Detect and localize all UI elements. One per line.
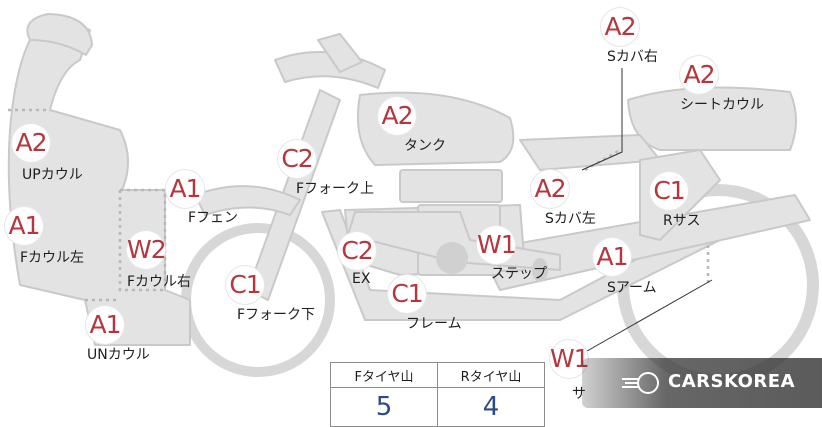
label-un-cowl: UNカウル <box>87 347 150 363</box>
label-frame: フレーム <box>406 316 462 332</box>
grade-badge-seat-cowl: A2 <box>680 56 718 94</box>
label-f-fender: Fフェン <box>188 210 239 226</box>
watermark-banner <box>582 358 822 408</box>
grade-badge-swing-arm: A1 <box>593 238 631 276</box>
grade-badge-f-cowl-left: A1 <box>5 207 43 245</box>
grade-badge-s-cover-left: A2 <box>531 170 569 208</box>
leader-line-side-stand <box>579 279 713 356</box>
grade-badge-f-fender: A1 <box>166 170 204 208</box>
grade-badge-step: W1 <box>477 226 517 264</box>
grade-badge-s-cover-right: A2 <box>601 8 639 46</box>
label-f-fork-upper: Fフォーク上 <box>296 181 375 197</box>
label-seat-cowl: シートカウル <box>680 97 764 113</box>
grade-badge-up-cowl: A2 <box>12 124 50 162</box>
label-tank: タンク <box>404 138 446 154</box>
grade-badge-frame: C1 <box>388 275 426 313</box>
watermark-text: CARSKOREA <box>668 371 795 392</box>
swing-arm-shape <box>479 194 811 291</box>
front-fork-shape <box>247 89 341 301</box>
grade-badge-f-fork-lower: C1 <box>226 266 264 304</box>
grade-badge-exhaust: C2 <box>338 232 376 270</box>
upper-cowl-shape <box>7 23 191 346</box>
label-step: ステップ <box>491 266 547 282</box>
grade-badge-tank: A2 <box>378 97 416 135</box>
label-exhaust: EX <box>352 271 371 287</box>
label-f-cowl-left: Fカウル左 <box>20 250 85 266</box>
rear-tire-header: Rタイヤ山 <box>437 362 545 388</box>
label-swing-arm: Sアーム <box>607 280 657 296</box>
watermark-logo-icon <box>622 372 659 394</box>
rear-tire-value: 4 <box>437 387 545 427</box>
leader-line-s-cover-right <box>581 68 623 171</box>
front-tire-value: 5 <box>330 387 438 427</box>
grade-badge-r-suspension: C1 <box>650 172 688 210</box>
grade-badge-un-cowl: A1 <box>86 306 124 344</box>
tire-tread-table: Fタイヤ山 Rタイヤ山 5 4 <box>330 362 545 427</box>
label-f-cowl-right: Fカウル右 <box>127 274 192 290</box>
grade-badge-f-fork-upper: C2 <box>278 140 316 178</box>
label-up-cowl: UPカウル <box>22 167 83 183</box>
label-s-cover-right: Sカバ右 <box>607 49 658 65</box>
front-wheel <box>181 223 335 377</box>
front-tire-header: Fタイヤ山 <box>330 362 438 388</box>
label-f-fork-lower: Fフォーク下 <box>237 307 316 323</box>
label-r-suspension: Rサス <box>663 213 701 229</box>
label-s-cover-left: Sカバ左 <box>545 211 596 227</box>
grade-badge-f-cowl-right: W2 <box>127 231 167 269</box>
front-fender-shape <box>194 185 301 216</box>
